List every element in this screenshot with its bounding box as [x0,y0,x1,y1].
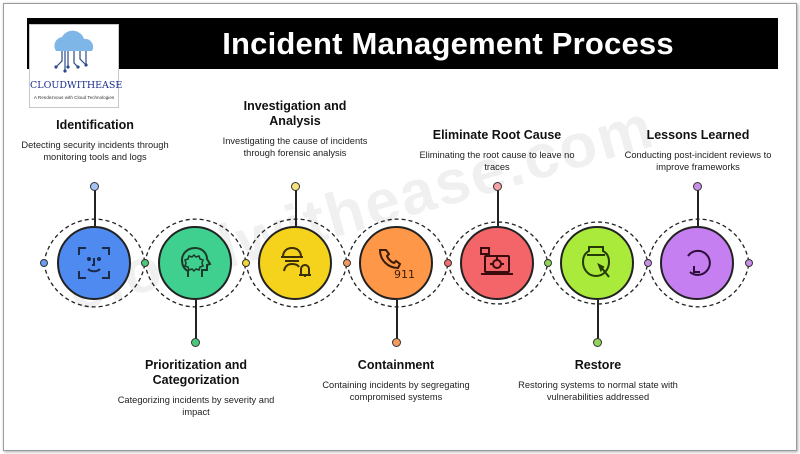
step-title: Identification [56,118,134,132]
step-node-prioritization [158,226,232,300]
step-description: Categorizing incidents by severity and i… [117,395,275,417]
flow-dot-1 [141,259,149,267]
step-description: Eliminating the root cause to leave no t… [419,150,575,172]
connector-line-prioritization [195,300,197,340]
step-description: Investigating the cause of incidents thr… [222,136,368,158]
flow-dot-4 [444,259,452,267]
step-node-identification [57,226,131,300]
cloudwithease-logo: CLOUDWITHEASE A Rendezvous with Cloud Te… [29,24,123,108]
step-title: Restore [574,358,622,372]
step-node-lessons [660,226,734,300]
title-bar [27,18,778,69]
connector-line-identification [94,190,96,226]
connector-line-containment [396,300,398,340]
loop-arrow-icon [687,249,711,276]
step-node-eliminate [460,226,534,300]
connector-line-investigation [295,190,297,226]
face-scan-icon [78,247,110,279]
step-label-identification: Identification Detecting security incide… [20,118,170,163]
step-label-prioritization: Prioritization and Categorization Catego… [116,358,276,418]
laptop-bug-icon [480,247,513,275]
flow-dot-3 [343,259,351,267]
flow-dot-6 [644,259,652,267]
head-gear-icon [180,246,212,277]
vase-brush-icon [581,246,611,278]
step-description: Detecting security incidents through mon… [21,140,169,162]
step-node-investigation [258,226,332,300]
phone-911-icon: 911 [378,249,415,281]
flow-dot-2 [242,259,250,267]
marker-dot-eliminate [493,182,502,191]
cloud-circuit-icon [54,30,94,73]
step-label-restore: Restore Restoring systems to normal stat… [518,358,678,403]
step-label-eliminate: Eliminate Root Cause Eliminating the roo… [418,128,576,173]
svg-text:911: 911 [394,268,415,281]
investigator-bell-icon [281,246,311,277]
step-title: Lessons Learned [646,128,750,142]
logo-name: CLOUDWITHEASE [30,80,123,91]
step-node-restore [560,226,634,300]
flow-dot-5 [544,259,552,267]
step-title: Containment [357,358,435,372]
step-description: Containing incidents by segregating comp… [322,380,470,402]
connector-line-lessons [697,190,699,226]
step-label-investigation: Investigation and Analysis Investigating… [218,99,372,159]
marker-dot-restore [593,338,602,347]
marker-dot-investigation [291,182,300,191]
logo-tagline: A Rendezvous with Cloud Technologies [33,95,115,100]
step-node-containment: 911 [359,226,433,300]
step-title: Eliminate Root Cause [432,128,562,142]
page-title: Incident Management Process [222,26,674,61]
connector-line-restore [597,300,599,340]
connector-line-eliminate [497,190,499,226]
step-description: Conducting post-incident reviews to impr… [624,150,772,172]
flow-dot-end [745,259,753,267]
flow-dot-start [40,259,48,267]
step-description: Restoring systems to normal state with v… [518,380,678,402]
marker-dot-identification [90,182,99,191]
step-label-lessons: Lessons Learned Conducting post-incident… [616,128,780,173]
marker-dot-containment [392,338,401,347]
step-label-containment: Containment Containing incidents by segr… [316,358,476,403]
step-title: Prioritization and Categorization [144,358,248,387]
marker-dot-prioritization [191,338,200,347]
marker-dot-lessons [693,182,702,191]
step-title: Investigation and Analysis [243,99,347,128]
